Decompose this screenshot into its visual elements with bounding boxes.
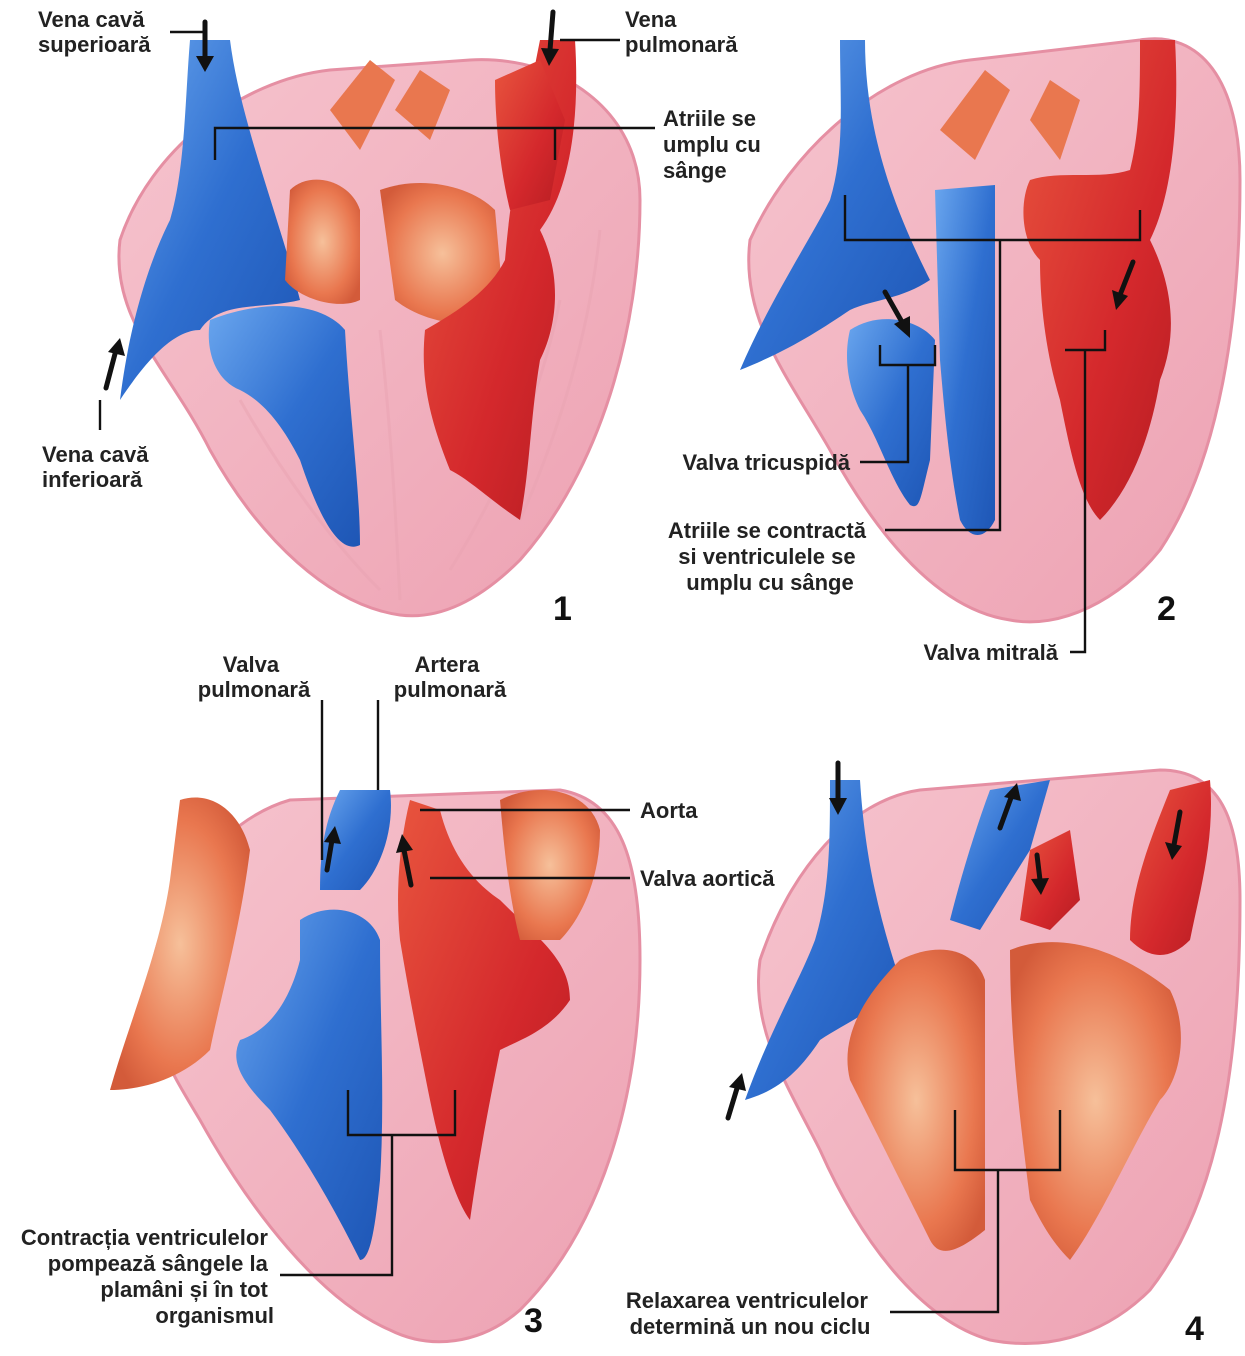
arrow-up-icon xyxy=(728,1073,746,1118)
panel-number-1: 1 xyxy=(553,590,572,628)
panel-number-2: 2 xyxy=(1157,590,1176,628)
label-pulmonary-artery: Artera pulmonară xyxy=(394,652,507,702)
label-aorta: Aorta xyxy=(640,798,698,823)
label-mitral-valve: Valva mitrală xyxy=(923,640,1058,665)
panel-1 xyxy=(119,40,640,616)
label-atria-fill: Atriile se umplu cu sânge xyxy=(663,106,767,183)
label-inferior-vena-cava: Vena cavă inferioară xyxy=(42,442,155,492)
label-ventricle-contraction: Contracția ventriculelor pompează sângel… xyxy=(21,1225,274,1328)
label-atria-contract: Atriile se contractă si ventriculele se … xyxy=(668,518,872,595)
panel-4 xyxy=(745,770,1240,1343)
label-pulmonary-valve: Valva pulmonară xyxy=(198,652,311,702)
label-aortic-valve: Valva aortică xyxy=(640,866,775,891)
panel-number-3: 3 xyxy=(524,1302,543,1340)
label-pulmonary-vein: Vena pulmonară xyxy=(625,7,738,57)
label-superior-vena-cava: Vena cavă superioară xyxy=(38,7,151,57)
label-ventricle-relaxation: Relaxarea ventriculelor determină un nou… xyxy=(626,1288,874,1339)
arrow-up-icon xyxy=(106,338,125,388)
left-atrium-tissue-1 xyxy=(285,180,360,304)
panel-number-4: 4 xyxy=(1185,1310,1204,1348)
label-tricuspid-valve: Valva tricuspidă xyxy=(682,450,850,475)
